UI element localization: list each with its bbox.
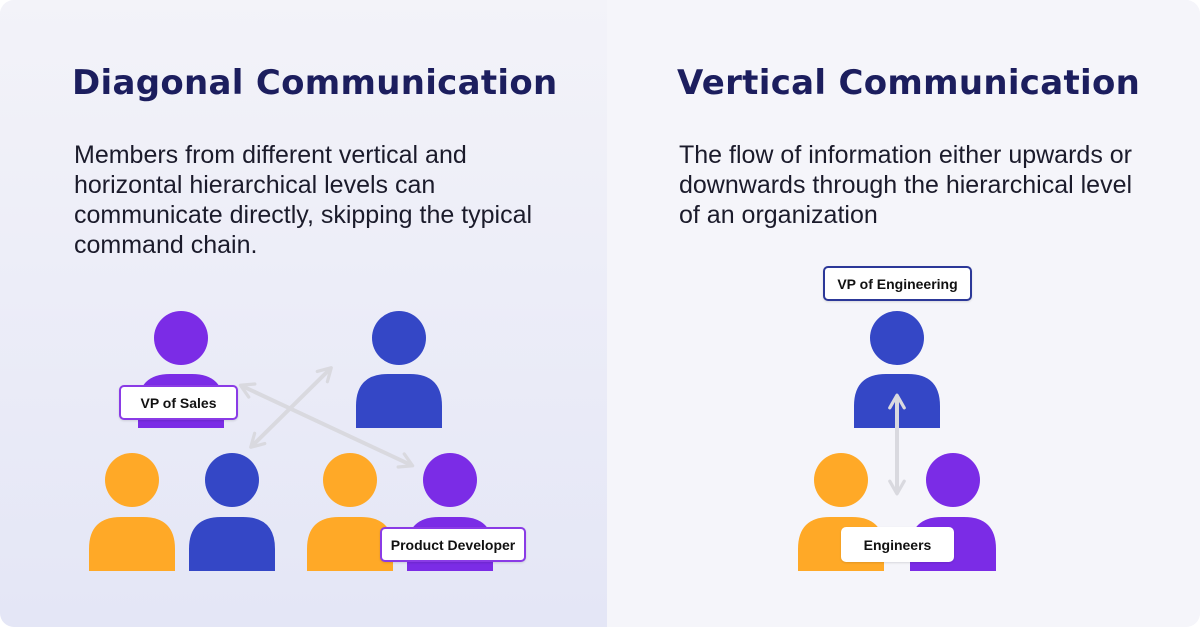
vp-engineering-label: VP of Engineering <box>823 266 972 301</box>
diagonal-title: Diagonal Communication <box>72 63 558 103</box>
vertical-description: The flow of information either upwards o… <box>679 141 1133 229</box>
person-orange-2-icon <box>307 453 393 571</box>
diagonal-arrow-up-right <box>249 366 333 449</box>
product-developer-label: Product Developer <box>380 527 526 562</box>
diagonal-description: Members from different vertical and hori… <box>74 141 533 259</box>
person-orange-1-icon <box>89 453 175 571</box>
person-blue-icon <box>189 453 275 571</box>
vertical-title: Vertical Communication <box>677 63 1141 103</box>
vp-sales-label: VP of Sales <box>119 385 238 420</box>
person-manager-icon <box>356 311 442 428</box>
engineers-label: Engineers <box>841 527 954 562</box>
